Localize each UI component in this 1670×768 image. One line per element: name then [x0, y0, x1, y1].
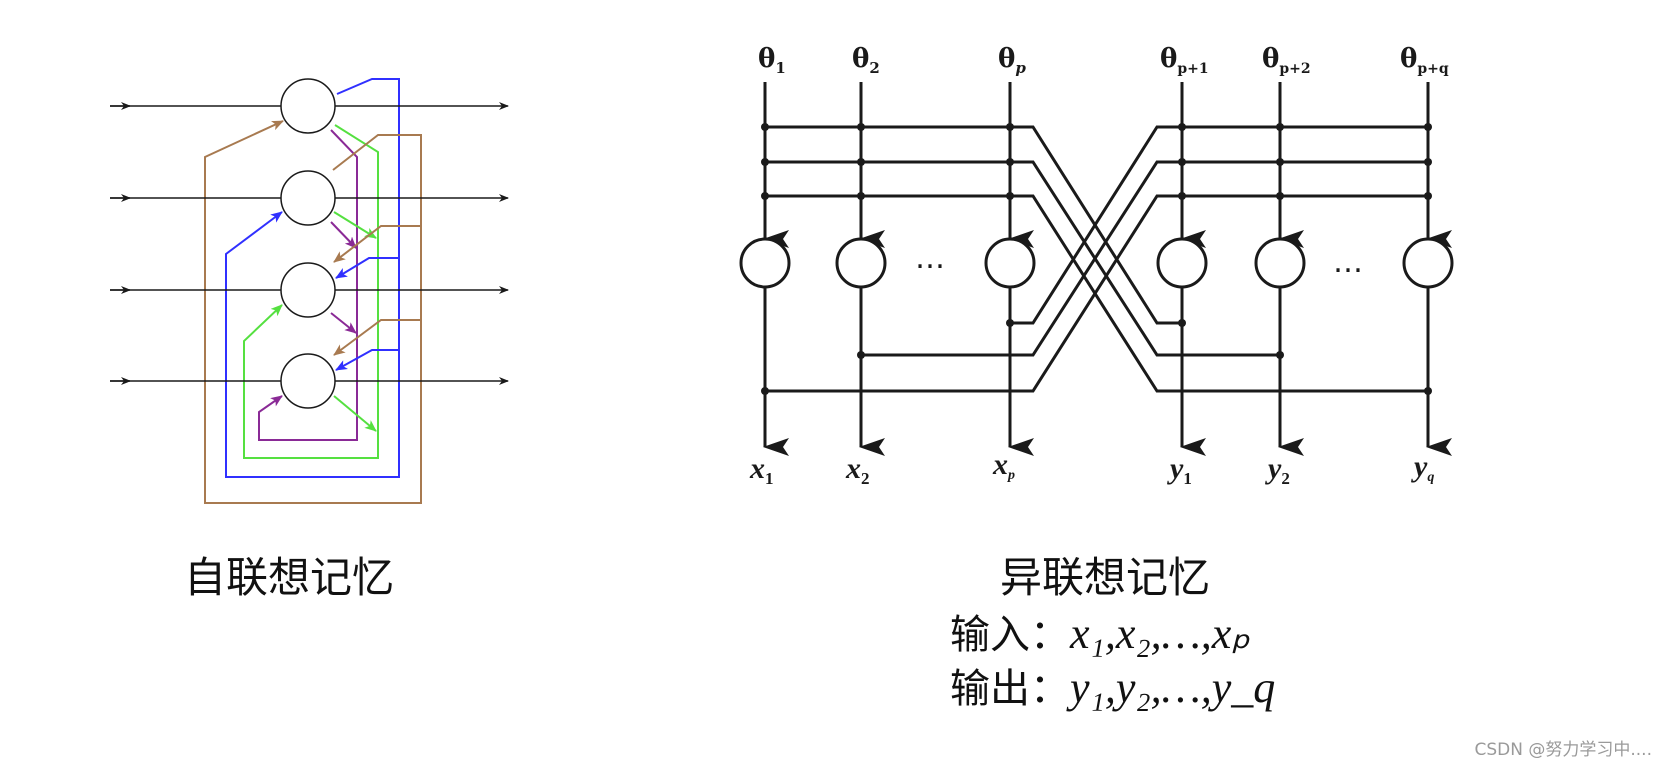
junction-top-left-5 — [857, 158, 865, 166]
junction-top-left-1 — [761, 123, 769, 131]
output-label-x2: x2 — [845, 452, 870, 488]
output-label-y2: y2 — [1265, 452, 1290, 488]
junction-top-right-7 — [1178, 192, 1186, 200]
ellipsis-left: … — [915, 241, 945, 276]
theta-label-p2: θp+2 — [1262, 44, 1311, 77]
blue-branch-4 — [335, 349, 399, 371]
ellipsis-right: … — [1333, 245, 1363, 280]
output-sequence-line: 输出：y₁,y₂,…,y_q — [950, 656, 1275, 714]
green-branch-4 — [333, 395, 377, 432]
junction-top-right-6 — [1424, 158, 1432, 166]
neuron-3 — [280, 262, 336, 318]
theta-label-p1: θp+1 — [1160, 44, 1209, 77]
output-label-y1: y1 — [1167, 452, 1192, 488]
hetero-neuron-3 — [984, 237, 1036, 289]
auto-associative-network — [110, 78, 509, 504]
hetero-neuron-2 — [835, 237, 887, 289]
hetero-associative-network — [739, 82, 1454, 456]
theta-label-pq: θp+q — [1400, 44, 1449, 77]
input-sequence-line: 输入：x₁,x₂,…,xₚ — [950, 602, 1250, 660]
junction-bottom-2 — [857, 351, 865, 359]
hetero-neuron-1 — [739, 237, 791, 289]
input-sequence: x₁,x₂,…,xₚ — [1070, 609, 1251, 658]
blue-branch-3 — [335, 257, 399, 279]
output-prefix: 输出： — [950, 666, 1070, 712]
junction-top-left-4 — [761, 158, 769, 166]
theta-label-1: θ1 — [758, 44, 786, 77]
junction-bottom-3 — [761, 387, 769, 395]
junction-top-right-9 — [1424, 192, 1432, 200]
neuron-4 — [280, 353, 336, 409]
junction-top-left-3 — [1006, 123, 1014, 131]
watermark: CSDN @努力学习中.... — [1474, 740, 1653, 760]
theta-label-2: θ2 — [852, 44, 880, 77]
junction-top-right-8 — [1276, 192, 1284, 200]
junction-top-left-7 — [761, 192, 769, 200]
cross-wire-right-1 — [765, 125, 1182, 325]
junction-bottom-5 — [1276, 351, 1284, 359]
output-label-yq: yq — [1411, 450, 1434, 485]
junction-top-left-9 — [1006, 192, 1014, 200]
neuron-1 — [280, 78, 336, 134]
theta-label-p: θp — [998, 44, 1026, 77]
output-labels: x1 x2 xp y1 y2 yq — [749, 448, 1434, 488]
auto-memory-caption: 自联想记忆 — [184, 553, 395, 602]
junction-top-left-2 — [857, 123, 865, 131]
junction-bottom-6 — [1424, 387, 1432, 395]
hetero-neuron-4 — [1156, 237, 1208, 289]
cross-wire-right-2 — [765, 160, 1280, 357]
purple-branch-2 — [330, 221, 357, 249]
output-label-xp: xp — [992, 448, 1015, 483]
junction-top-right-5 — [1276, 158, 1284, 166]
junction-top-right-2 — [1276, 123, 1284, 131]
output-label-x1: x1 — [749, 452, 774, 488]
hetero-neuron-6 — [1402, 237, 1454, 289]
feedback-path-blue — [225, 78, 400, 478]
hetero-memory-caption: 异联想记忆 — [1000, 553, 1211, 602]
input-prefix: 输入： — [950, 612, 1070, 658]
green-branch-2 — [333, 211, 377, 239]
theta-labels: θ1 θ2 θp θp+1 θp+2 θp+q — [758, 44, 1449, 77]
brown-branch-3 — [333, 225, 421, 263]
junction-top-right-3 — [1424, 123, 1432, 131]
feedback-path-purple — [258, 129, 358, 441]
feedback-path-brown — [204, 120, 422, 504]
neuron-2 — [280, 170, 336, 226]
hetero-neuron-5 — [1254, 237, 1306, 289]
junction-top-right-4 — [1178, 158, 1186, 166]
junction-top-left-8 — [857, 192, 865, 200]
cross-wire-right-3 — [765, 194, 1428, 393]
output-sequence: y₁,y₂,…,y_q — [1070, 663, 1276, 712]
feedback-path-green — [243, 124, 379, 459]
junction-bottom-1 — [1006, 319, 1014, 327]
junction-top-right-1 — [1178, 123, 1186, 131]
junction-top-left-6 — [1006, 158, 1014, 166]
junction-bottom-4 — [1178, 319, 1186, 327]
brown-branch-4 — [333, 319, 421, 356]
purple-branch-3 — [330, 312, 357, 334]
